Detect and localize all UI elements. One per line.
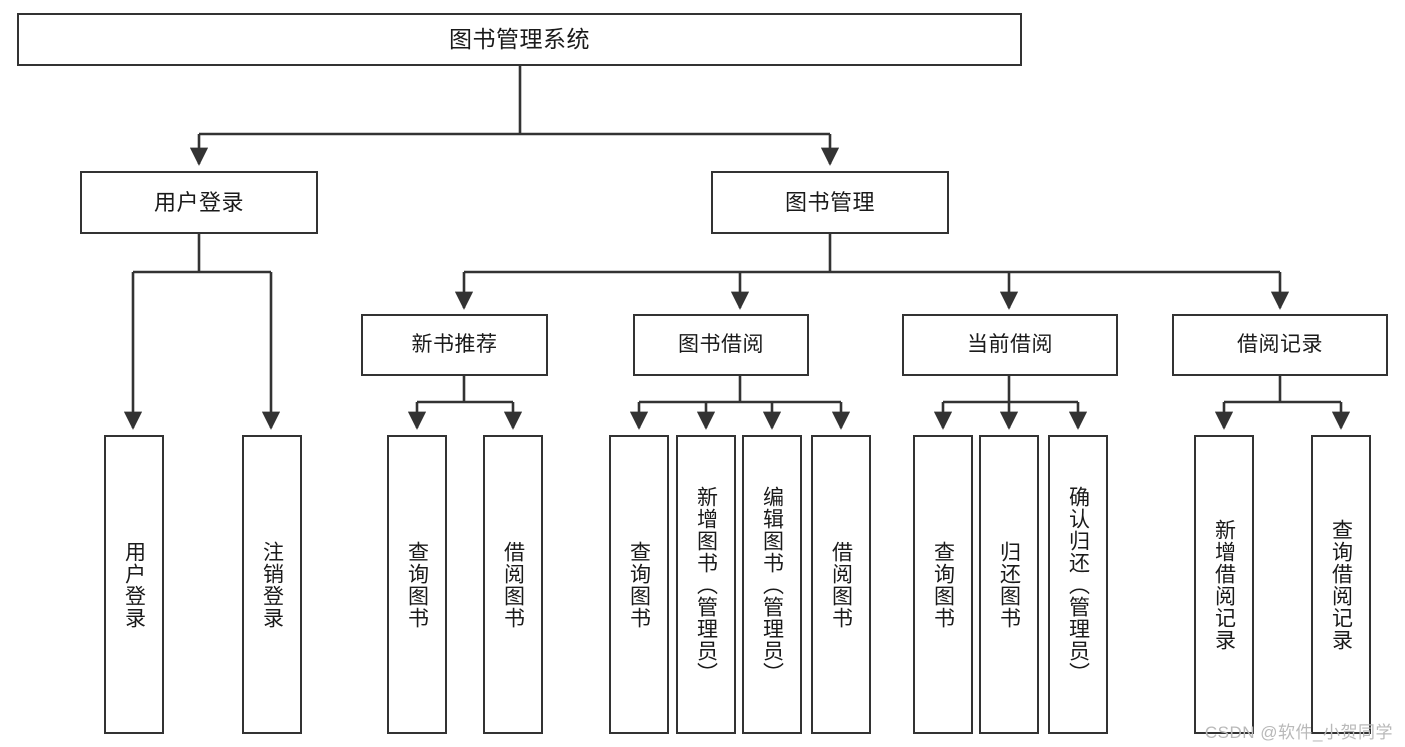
leaf-user-login-signout-label: 注销登录 (260, 540, 284, 629)
leaf-borrow-record-query-record-label: 查询借阅记录 (1329, 518, 1353, 651)
leaf-borrow-record-add-record[interactable]: 新增借阅记录 (1194, 435, 1254, 734)
leaf-user-login-signout[interactable]: 注销登录 (242, 435, 302, 734)
leaf-current-borrow-return-book-label: 归还图书 (997, 540, 1021, 629)
leaf-user-login-signin-label: 用户登录 (122, 540, 146, 629)
leaf-book-borrow-add-book[interactable]: 新增图书（管理员） (676, 435, 736, 734)
leaf-new-book-borrow-book-label: 借阅图书 (501, 540, 525, 629)
leaf-book-borrow-edit-book[interactable]: 编辑图书（管理员） (742, 435, 802, 734)
leaf-new-book-borrow-book[interactable]: 借阅图书 (483, 435, 543, 734)
leaf-book-borrow-borrow-book-label: 借阅图书 (829, 540, 853, 629)
leaf-current-borrow-return-book[interactable]: 归还图书 (979, 435, 1039, 734)
leaf-new-book-query-book[interactable]: 查询图书 (387, 435, 447, 734)
node-current-borrow[interactable]: 当前借阅 (902, 314, 1118, 376)
leaf-user-login-signin[interactable]: 用户登录 (104, 435, 164, 734)
leaf-book-borrow-edit-book-label: 编辑图书（管理员） (760, 485, 784, 684)
node-root-system-label: 图书管理系统 (449, 26, 590, 53)
leaf-book-borrow-query-book[interactable]: 查询图书 (609, 435, 669, 734)
node-book-management-label: 图书管理 (784, 189, 875, 215)
leaf-new-book-query-book-label: 查询图书 (405, 540, 429, 629)
node-book-management[interactable]: 图书管理 (711, 171, 949, 234)
leaf-borrow-record-add-record-label: 新增借阅记录 (1212, 518, 1236, 651)
leaf-current-borrow-query-book[interactable]: 查询图书 (913, 435, 973, 734)
node-new-book-recommend[interactable]: 新书推荐 (361, 314, 548, 376)
node-new-book-recommend-label: 新书推荐 (411, 332, 498, 356)
leaf-book-borrow-add-book-label: 新增图书（管理员） (694, 485, 718, 684)
leaf-borrow-record-query-record[interactable]: 查询借阅记录 (1311, 435, 1371, 734)
leaf-current-borrow-query-book-label: 查询图书 (931, 540, 955, 629)
node-borrow-record-label: 借阅记录 (1237, 332, 1323, 356)
node-borrow-record[interactable]: 借阅记录 (1172, 314, 1388, 376)
node-user-login[interactable]: 用户登录 (80, 171, 318, 234)
node-root-system[interactable]: 图书管理系统 (17, 13, 1022, 66)
node-current-borrow-label: 当前借阅 (967, 332, 1053, 356)
leaf-current-borrow-confirm-return[interactable]: 确认归还（管理员） (1048, 435, 1108, 734)
leaf-book-borrow-borrow-book[interactable]: 借阅图书 (811, 435, 871, 734)
node-user-login-label: 用户登录 (153, 189, 244, 215)
leaf-book-borrow-query-book-label: 查询图书 (627, 540, 651, 629)
leaf-current-borrow-confirm-return-label: 确认归还（管理员） (1066, 485, 1090, 684)
node-book-borrow[interactable]: 图书借阅 (633, 314, 809, 376)
node-book-borrow-label: 图书借阅 (678, 332, 764, 356)
csdn-watermark: CSDN @软件_小贺同学 (1204, 723, 1393, 742)
